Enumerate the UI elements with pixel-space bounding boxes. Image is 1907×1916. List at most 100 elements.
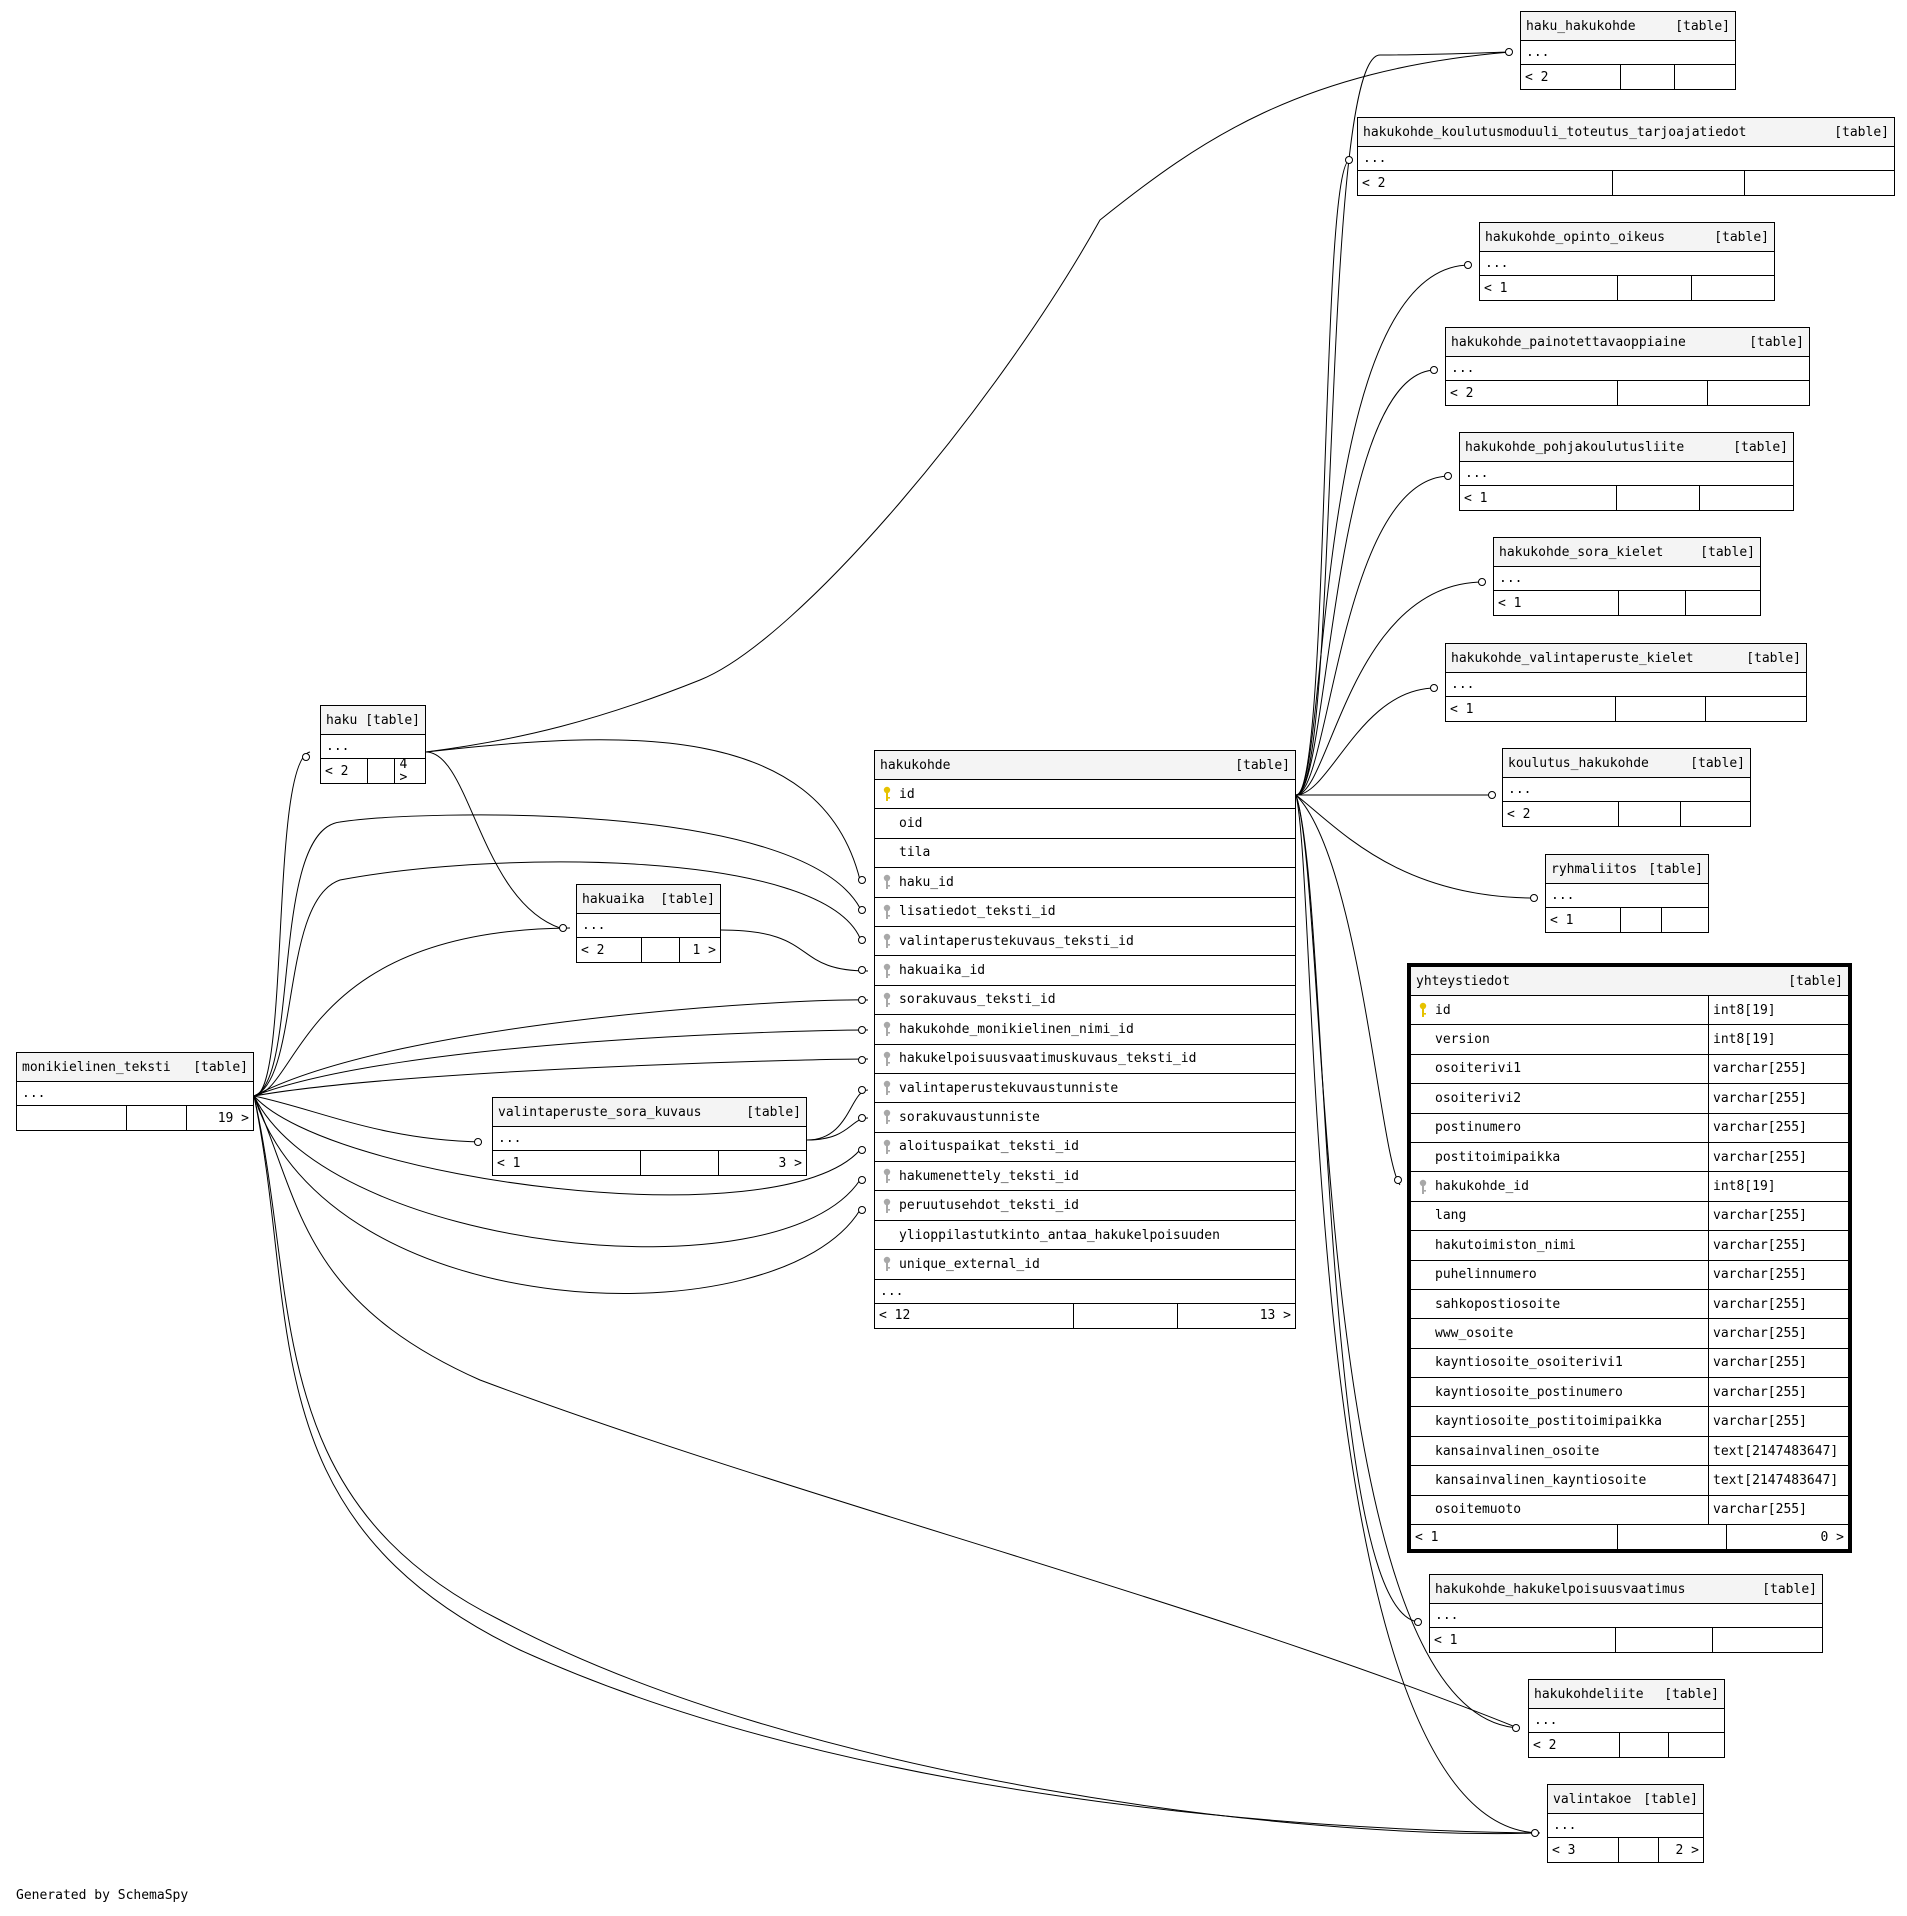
parent-count[interactable]: < 12: [875, 1303, 1075, 1328]
table-header[interactable]: hakukohde_hakukelpoisuusvaatimus[table]: [1430, 1575, 1822, 1604]
table-header[interactable]: haku_hakukohde[table]: [1521, 12, 1735, 41]
parent-count[interactable]: [17, 1106, 128, 1130]
table-name[interactable]: valintaperuste_sora_kuvaus: [498, 1104, 702, 1120]
table-hakukohde-opinto-oikeus[interactable]: hakukohde_opinto_oikeus[table]...< 1: [1479, 222, 1775, 301]
table-name[interactable]: hakukohde_hakukelpoisuusvaatimus: [1435, 1581, 1686, 1597]
column-row[interactable]: hakukohde_monikielinen_nimi_id: [875, 1015, 1295, 1045]
table-ryhmaliitos[interactable]: ryhmaliitos[table]...< 1: [1545, 854, 1709, 933]
parent-count[interactable]: < 2: [321, 759, 368, 783]
child-count[interactable]: [1706, 697, 1806, 721]
column-row[interactable]: tila: [875, 839, 1295, 869]
child-count[interactable]: 4 >: [399, 757, 408, 785]
parent-count[interactable]: < 2: [1521, 65, 1621, 89]
table-name[interactable]: haku: [326, 712, 358, 728]
table-name[interactable]: hakukohde_pohjakoulutusliite: [1465, 439, 1685, 455]
table-name[interactable]: ryhmaliitos: [1551, 861, 1638, 877]
column-row[interactable]: lisatiedot_teksti_id: [875, 898, 1295, 927]
child-count[interactable]: [1675, 65, 1735, 89]
table-hakukohde-hakukelpoisuusvaatimus[interactable]: hakukohde_hakukelpoisuusvaatimus[table].…: [1429, 1574, 1823, 1653]
table-name[interactable]: hakukohde_sora_kielet: [1499, 544, 1664, 560]
column-row[interactable]: aloituspaikat_teksti_id: [875, 1133, 1295, 1163]
table-header[interactable]: hakukohde_valintaperuste_kielet[table]: [1446, 644, 1806, 673]
table-monikielinen-teksti[interactable]: monikielinen_teksti[table]...19 >: [16, 1052, 254, 1131]
parent-count[interactable]: < 2: [1529, 1733, 1620, 1757]
collapsed-columns[interactable]: ...: [1446, 357, 1809, 381]
child-count[interactable]: [1662, 908, 1708, 932]
table-hakukohde-painotettavaoppiaine[interactable]: hakukohde_painotettavaoppiaine[table]...…: [1445, 327, 1810, 406]
child-count[interactable]: [1686, 591, 1760, 615]
table-name[interactable]: koulutus_hakukohde: [1508, 755, 1649, 771]
collapsed-columns[interactable]: ...: [1430, 1604, 1822, 1628]
column-row[interactable]: oid: [875, 809, 1295, 839]
table-name[interactable]: hakukohde_valintaperuste_kielet: [1451, 650, 1694, 666]
parent-count[interactable]: < 1: [1546, 908, 1621, 932]
parent-count[interactable]: < 1: [1460, 486, 1618, 510]
child-count[interactable]: [1713, 1628, 1822, 1652]
parent-count[interactable]: < 1: [1480, 276, 1619, 300]
table-haku-hakukohde[interactable]: haku_hakukohde[table]...< 2: [1520, 11, 1736, 90]
table-name[interactable]: yhteystiedot: [1416, 973, 1510, 989]
table-header[interactable]: valintakoe[table]: [1548, 1785, 1703, 1814]
table-header[interactable]: hakukohde_opinto_oikeus[table]: [1480, 223, 1774, 252]
parent-count[interactable]: < 1: [1494, 591, 1619, 615]
collapsed-columns[interactable]: ...: [1460, 462, 1793, 486]
child-count[interactable]: 2 >: [1675, 1842, 1700, 1858]
table-header[interactable]: hakuaika[table]: [577, 885, 720, 914]
child-count[interactable]: [1700, 486, 1793, 510]
table-header[interactable]: hakukohde[table]: [875, 751, 1295, 780]
column-row[interactable]: hakuaika_id: [875, 956, 1295, 986]
child-count[interactable]: [1708, 381, 1809, 405]
collapsed-columns[interactable]: ...: [1494, 567, 1760, 591]
collapsed-columns[interactable]: ...: [1546, 884, 1708, 908]
child-count[interactable]: [1745, 171, 1894, 195]
parent-count[interactable]: < 1: [1430, 1628, 1616, 1652]
table-name[interactable]: hakuaika: [582, 891, 645, 907]
parent-count[interactable]: < 2: [1446, 381, 1618, 405]
table-header[interactable]: valintaperuste_sora_kuvaus[table]: [493, 1098, 806, 1127]
parent-count[interactable]: < 3: [1548, 1838, 1620, 1862]
table-hakukohdeliite[interactable]: hakukohdeliite[table]...< 2: [1528, 1679, 1725, 1758]
table-koulutus-hakukohde[interactable]: koulutus_hakukohde[table]...< 2: [1502, 748, 1751, 827]
table-name[interactable]: hakukohde_painotettavaoppiaine: [1451, 334, 1686, 350]
collapsed-columns[interactable]: ...: [1480, 252, 1774, 276]
child-count[interactable]: 0 >: [1820, 1529, 1844, 1545]
table-header[interactable]: hakukohde_sora_kielet[table]: [1494, 538, 1760, 567]
parent-count[interactable]: < 2: [1358, 171, 1614, 195]
collapsed-columns[interactable]: ...: [17, 1082, 253, 1106]
collapsed-columns[interactable]: ...: [1503, 778, 1750, 802]
table-header[interactable]: ryhmaliitos[table]: [1546, 855, 1708, 884]
column-row[interactable]: valintaperustekuvaus_teksti_id: [875, 927, 1295, 957]
table-header[interactable]: hakukohde_pohjakoulutusliite[table]: [1460, 433, 1793, 462]
column-row[interactable]: hakukelpoisuusvaatimuskuvaus_teksti_id: [875, 1045, 1295, 1074]
column-row[interactable]: peruutusehdot_teksti_id: [875, 1191, 1295, 1221]
child-count[interactable]: [1681, 802, 1750, 826]
table-header[interactable]: hakukohde_koulutusmoduuli_toteutus_tarjo…: [1358, 118, 1894, 147]
column-row[interactable]: unique_external_id: [875, 1250, 1295, 1280]
table-name[interactable]: hakukohde_koulutusmoduuli_toteutus_tarjo…: [1363, 124, 1747, 140]
collapsed-columns[interactable]: ...: [577, 914, 720, 938]
collapsed-columns[interactable]: ...: [321, 735, 425, 759]
child-count[interactable]: 3 >: [778, 1155, 802, 1171]
column-row[interactable]: id: [875, 780, 1295, 810]
child-count[interactable]: 13 >: [1259, 1308, 1291, 1324]
table-name[interactable]: monikielinen_teksti: [22, 1059, 171, 1075]
table-name[interactable]: valintakoe: [1553, 1791, 1632, 1807]
column-row[interactable]: ylioppilastutkinto_antaa_hakukelpoisuude…: [875, 1221, 1295, 1251]
